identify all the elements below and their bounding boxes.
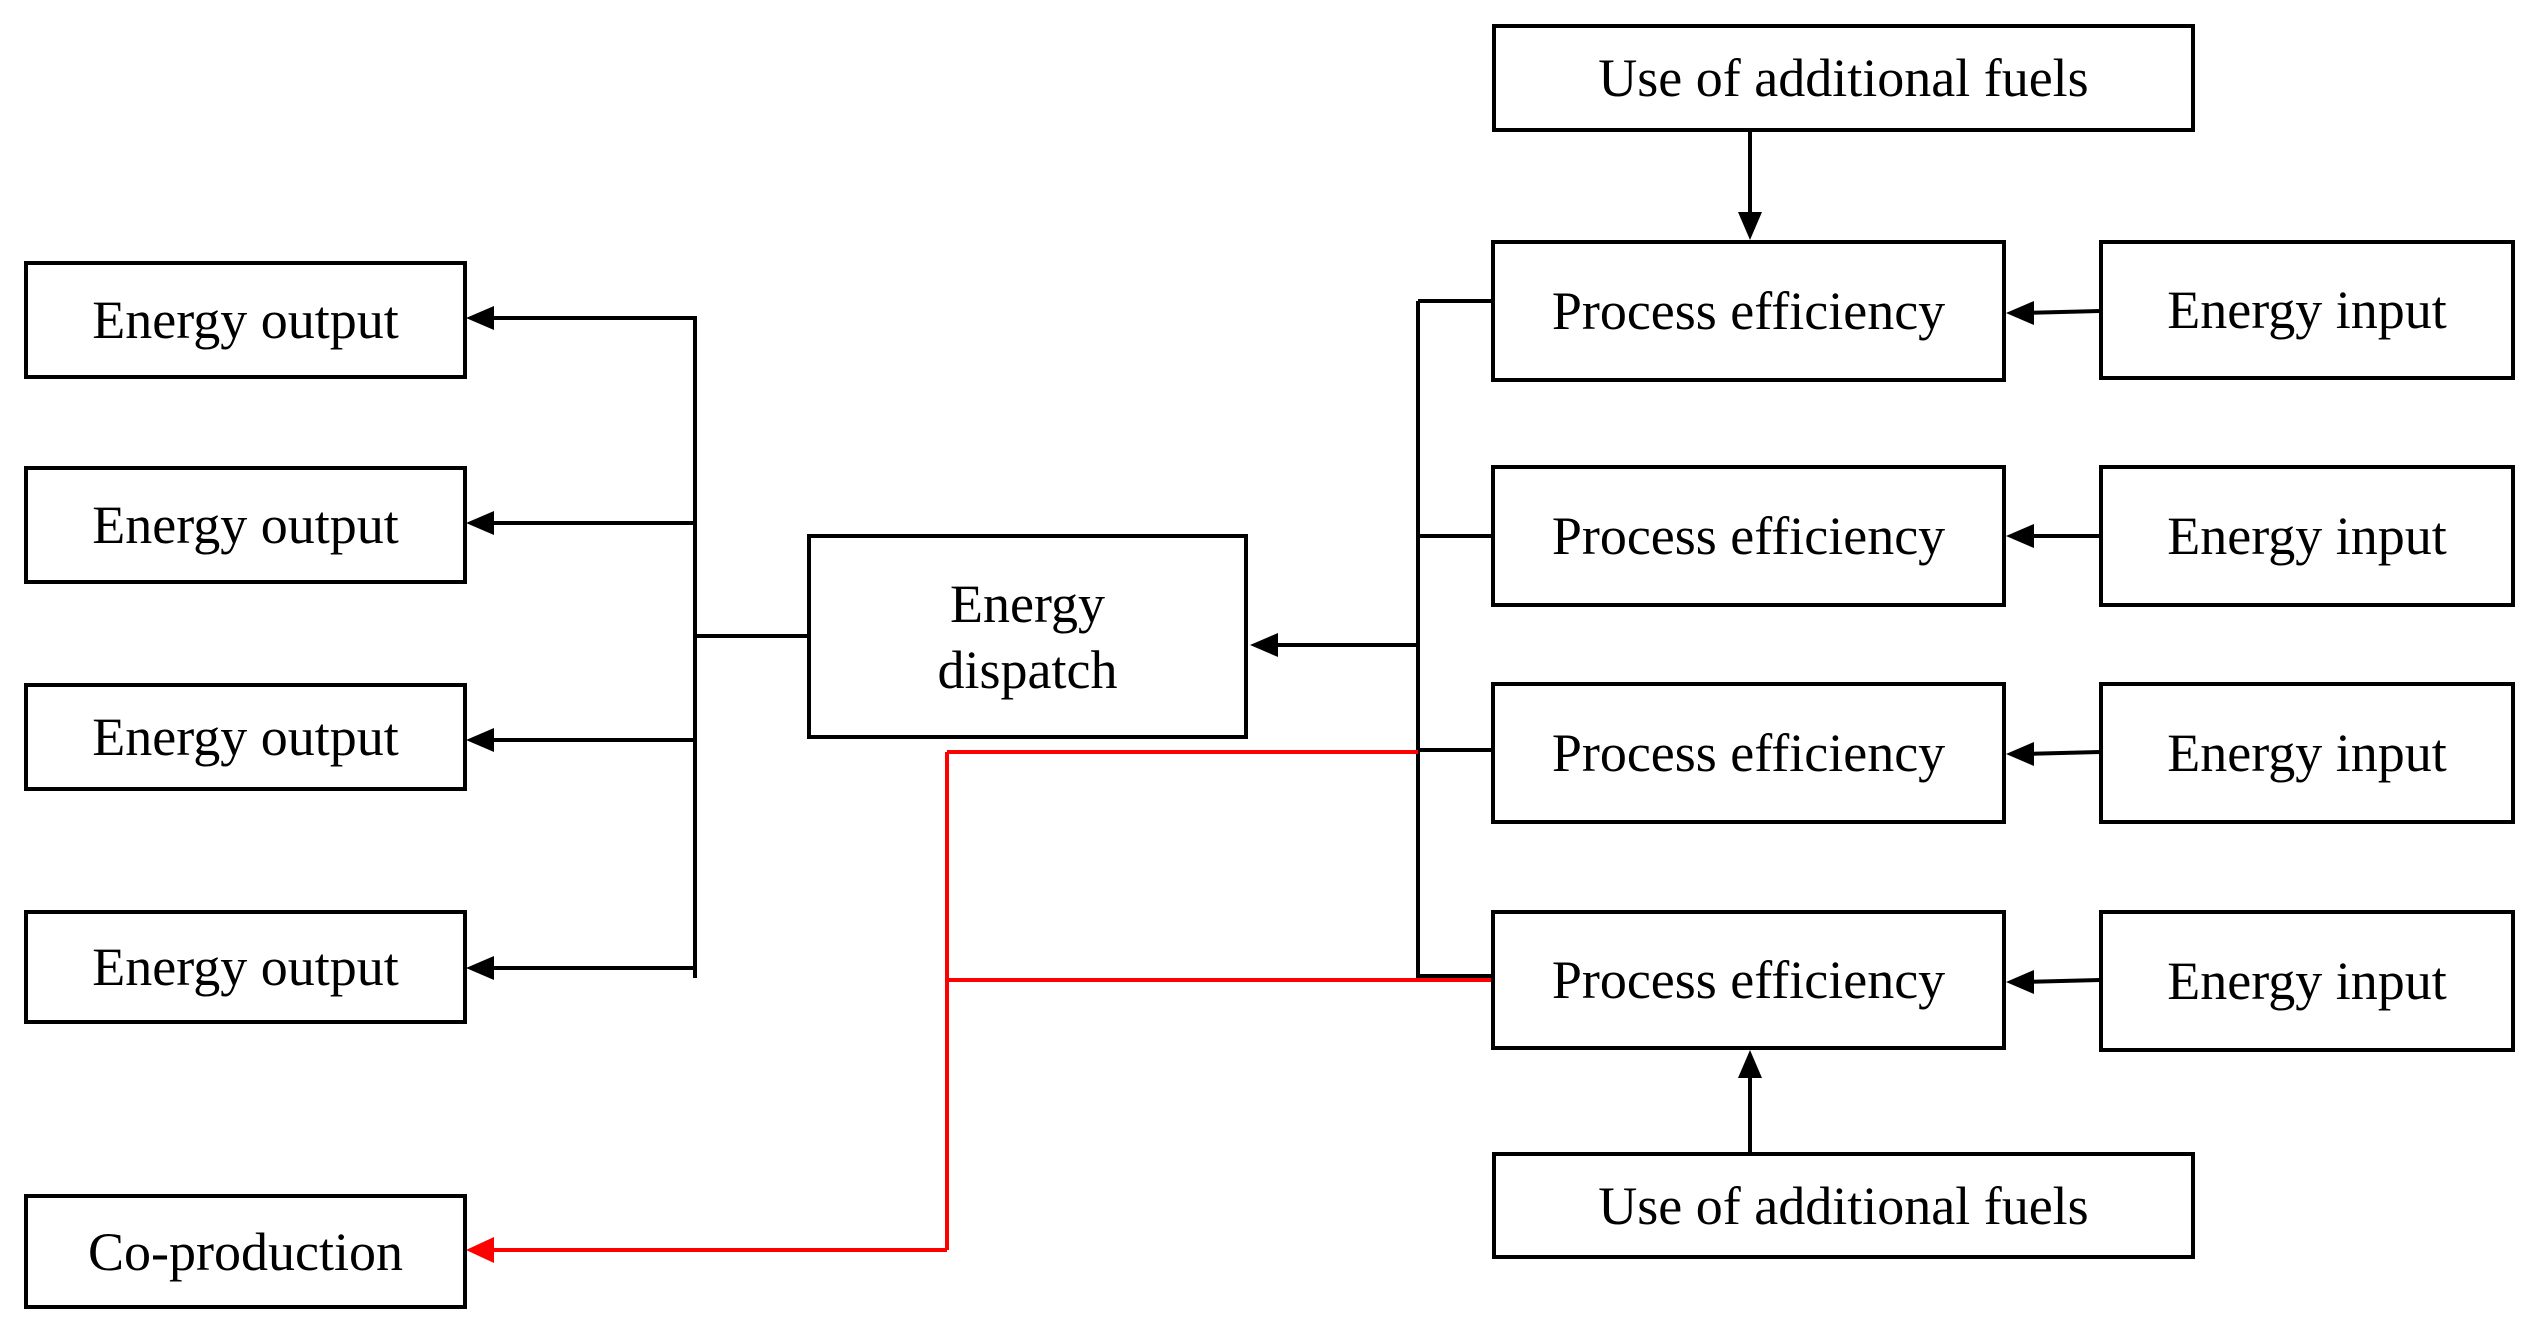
arrow-to-coproduction <box>466 1237 494 1263</box>
input-lines <box>2023 309 2101 984</box>
input-arrowheads <box>2006 301 2034 994</box>
fuel-arrowheads <box>1738 212 1762 1078</box>
energy-input-box-2: Energy input <box>2099 465 2515 607</box>
process-efficiency-box-1: Process efficiency <box>1491 240 2006 382</box>
coproduction-path <box>492 750 1492 1252</box>
energy-input-box-4: Energy input <box>2099 910 2515 1052</box>
energy-output-box-3: Energy output <box>24 683 467 791</box>
process-efficiency-box-2: Process efficiency <box>1491 465 2006 607</box>
energy-input-box-3: Energy input <box>2099 682 2515 824</box>
energy-output-box-1: Energy output <box>24 261 467 379</box>
dispatch-line-1: Energy <box>950 573 1105 634</box>
coproduction-box: Co-production <box>24 1194 467 1309</box>
process-efficiency-box-4: Process efficiency <box>1491 910 2006 1050</box>
energy-output-box-2: Energy output <box>24 466 467 584</box>
arrow-to-output-1 <box>466 306 494 330</box>
output-bus <box>480 316 808 978</box>
process-efficiency-box-3: Process efficiency <box>1491 682 2006 824</box>
arrow-to-output-4 <box>466 956 494 980</box>
additional-fuels-box-top: Use of additional fuels <box>1492 24 2195 132</box>
process-bus <box>1268 299 1492 978</box>
energy-output-box-4: Energy output <box>24 910 467 1024</box>
additional-fuels-box-bottom: Use of additional fuels <box>1492 1152 2195 1259</box>
output-arrowheads <box>466 306 494 980</box>
dispatch-line-2: dispatch <box>937 639 1118 700</box>
energy-input-box-1: Energy input <box>2099 240 2515 380</box>
arrow-to-dispatch <box>1250 633 1278 657</box>
arrow-to-output-3 <box>466 728 494 752</box>
arrow-to-output-2 <box>466 511 494 535</box>
energy-dispatch-box: Energy dispatch <box>807 534 1248 739</box>
